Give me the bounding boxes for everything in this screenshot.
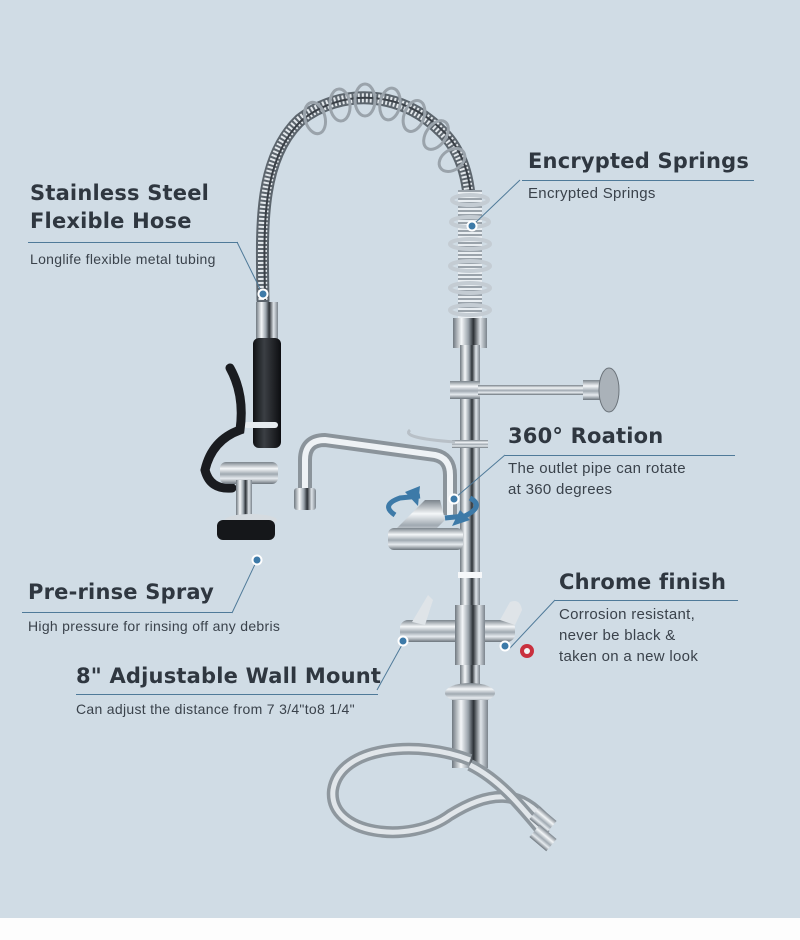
divider-spray <box>22 612 232 613</box>
divider-chrome <box>555 600 738 601</box>
leader-lines <box>231 179 556 691</box>
dot-hose <box>257 288 269 300</box>
feature-desc-chrome-line2: never be black & <box>559 627 676 644</box>
feature-title-hose-line2: Flexible Hose <box>30 209 192 233</box>
bottom-margin <box>0 918 800 940</box>
product-infographic: Stainless Steel Flexible Hose Longlife f… <box>0 0 800 918</box>
dot-springs <box>466 220 478 232</box>
dot-wall-mount <box>397 635 409 647</box>
dot-chrome <box>499 640 511 652</box>
faucet-riser <box>460 345 480 690</box>
pre-rinse-spray-head <box>200 302 281 540</box>
feature-title-hose-line1: Stainless Steel <box>30 181 210 205</box>
dot-rotation <box>448 493 460 505</box>
encrypted-spring <box>448 190 492 348</box>
supply-hoses <box>326 742 550 839</box>
feature-title-springs: Encrypted Springs <box>528 149 750 173</box>
dot-spray <box>251 554 263 566</box>
divider-wall-mount <box>76 694 378 695</box>
feature-title-chrome: Chrome finish <box>559 570 727 594</box>
feature-desc-rotation-line2: at 360 degrees <box>508 481 613 498</box>
feature-desc-wall-mount: Can adjust the distance from 7 3/4"to8 1… <box>76 701 355 717</box>
divider-rotation <box>505 455 735 456</box>
feature-desc-chrome-line1: Corrosion resistant, <box>559 606 696 623</box>
spring-loops <box>302 82 467 173</box>
faucet-illustration <box>200 82 620 852</box>
feature-title-wall-mount: 8" Adjustable Wall Mount <box>76 664 382 688</box>
divider-hose <box>28 242 238 243</box>
divider-springs <box>522 180 754 181</box>
swing-spout <box>294 433 463 550</box>
wall-bracket <box>450 367 620 413</box>
feature-desc-hose: Longlife flexible metal tubing <box>30 251 216 267</box>
feature-desc-chrome-line3: taken on a new look <box>559 648 699 665</box>
feature-title-spray: Pre-rinse Spray <box>28 580 214 604</box>
feature-desc-spray: High pressure for rinsing off any debris <box>28 618 281 634</box>
feature-title-rotation: 360° Roation <box>508 424 664 448</box>
feature-desc-springs: Encrypted Springs <box>528 185 656 202</box>
callout-dots <box>251 220 511 652</box>
feature-desc-rotation-line1: The outlet pipe can rotate <box>508 460 686 477</box>
